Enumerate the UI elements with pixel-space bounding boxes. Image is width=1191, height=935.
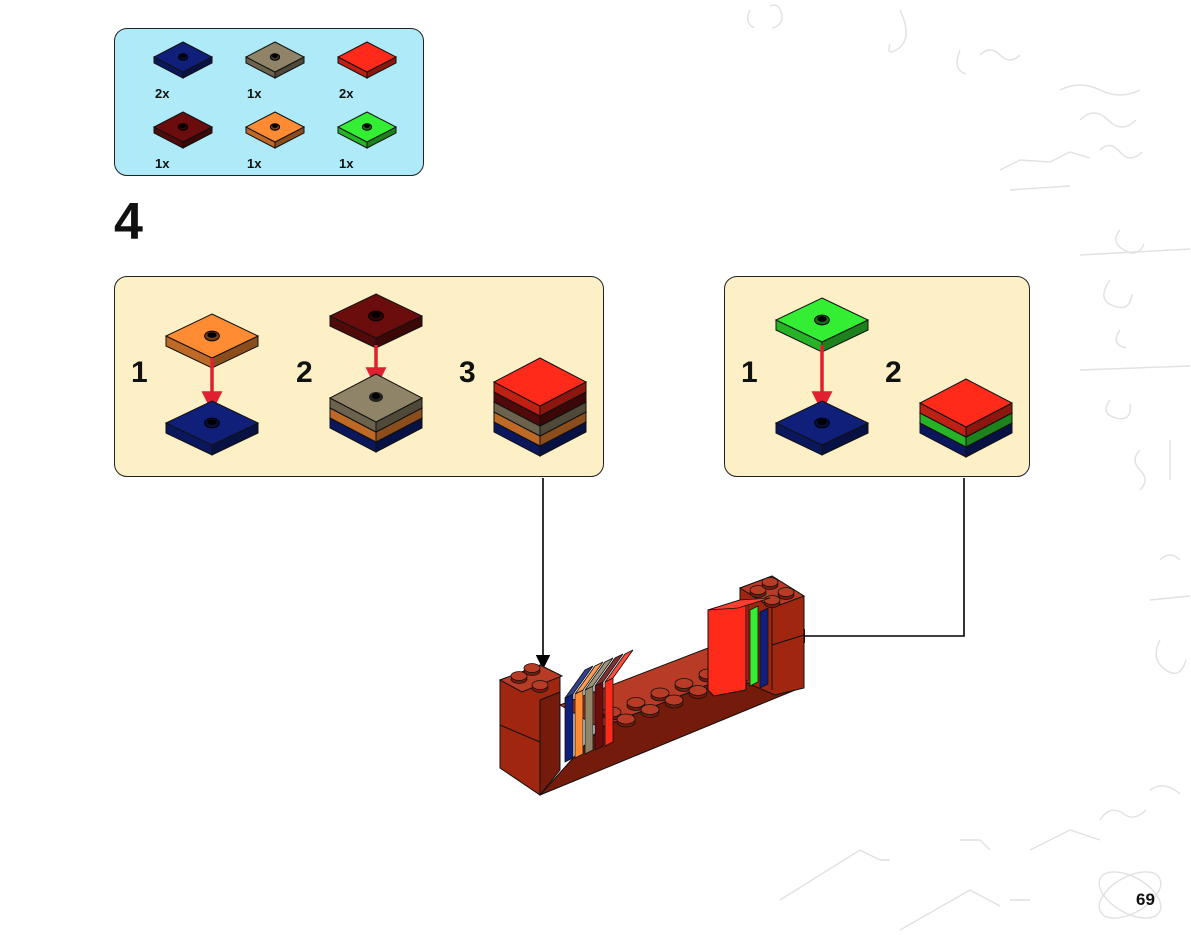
part-quantity: 1x (247, 86, 262, 101)
blue-plate (774, 400, 870, 456)
page-number: 69 (1136, 890, 1155, 909)
substep-label-b1: 1 (741, 356, 758, 389)
substep-label-a3: 3 (459, 356, 476, 389)
substep-label-a2: 2 (296, 356, 313, 389)
green-plate (774, 297, 870, 353)
step-number: 4 (114, 193, 143, 251)
part-quantity: 2x (339, 86, 354, 101)
part-orange: 1x (245, 107, 315, 173)
part-plate-icon (245, 41, 306, 79)
substep-label-a1: 1 (131, 356, 148, 389)
part-green: 1x (337, 107, 407, 173)
part-plate-icon (245, 111, 306, 149)
bookshelf-model (498, 575, 806, 797)
part-quantity: 1x (339, 156, 354, 171)
part-dark-red: 1x (153, 107, 223, 173)
stacked-plates (328, 373, 424, 453)
part-tan: 1x (245, 37, 315, 103)
orange-plate (164, 313, 260, 369)
part-quantity: 1x (155, 156, 170, 171)
part-plate-icon (153, 111, 214, 149)
part-plate-icon (337, 41, 398, 79)
part-plate-icon (337, 111, 398, 149)
part-quantity: 2x (155, 86, 170, 101)
part-red: 2x (337, 37, 407, 103)
part-blue: 2x (153, 37, 223, 103)
substep-label-b2: 2 (885, 356, 902, 389)
stacked-plates-complete (918, 378, 1014, 458)
dark-red-plate (328, 293, 424, 349)
blue-plate (164, 400, 260, 456)
part-quantity: 1x (247, 156, 262, 171)
parts-list-box: 2x 1x 2x 1x 1x 1x (114, 28, 424, 176)
stacked-plates-complete (492, 357, 588, 457)
callout-arrow-right (790, 478, 965, 644)
part-plate-icon (153, 41, 214, 79)
